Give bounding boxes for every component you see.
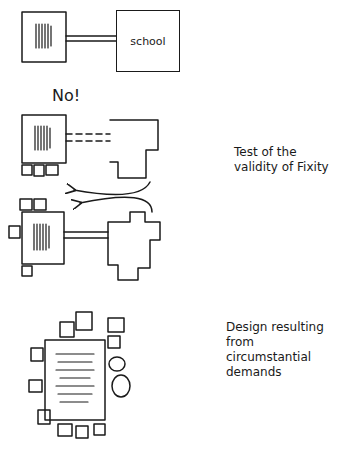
side-note: Design resulting from circumstantial dem…: [226, 320, 336, 380]
link-lines: [66, 36, 116, 41]
building-plan: [22, 115, 66, 176]
note-exclamation: No!: [52, 86, 112, 106]
curved-arrow: [80, 197, 152, 212]
building-plan: [9, 199, 64, 276]
curved-arrow: [74, 182, 150, 195]
link-lines: [64, 232, 108, 238]
irregular-plan: [108, 212, 160, 280]
link-lines: [66, 134, 110, 141]
building-plan: [29, 312, 130, 438]
side-note: Test of the validity of Fixity: [234, 145, 334, 175]
process-box: school: [116, 10, 180, 72]
box-label: school: [130, 35, 165, 48]
irregular-plan: [110, 120, 158, 178]
building-plan: [22, 12, 66, 62]
